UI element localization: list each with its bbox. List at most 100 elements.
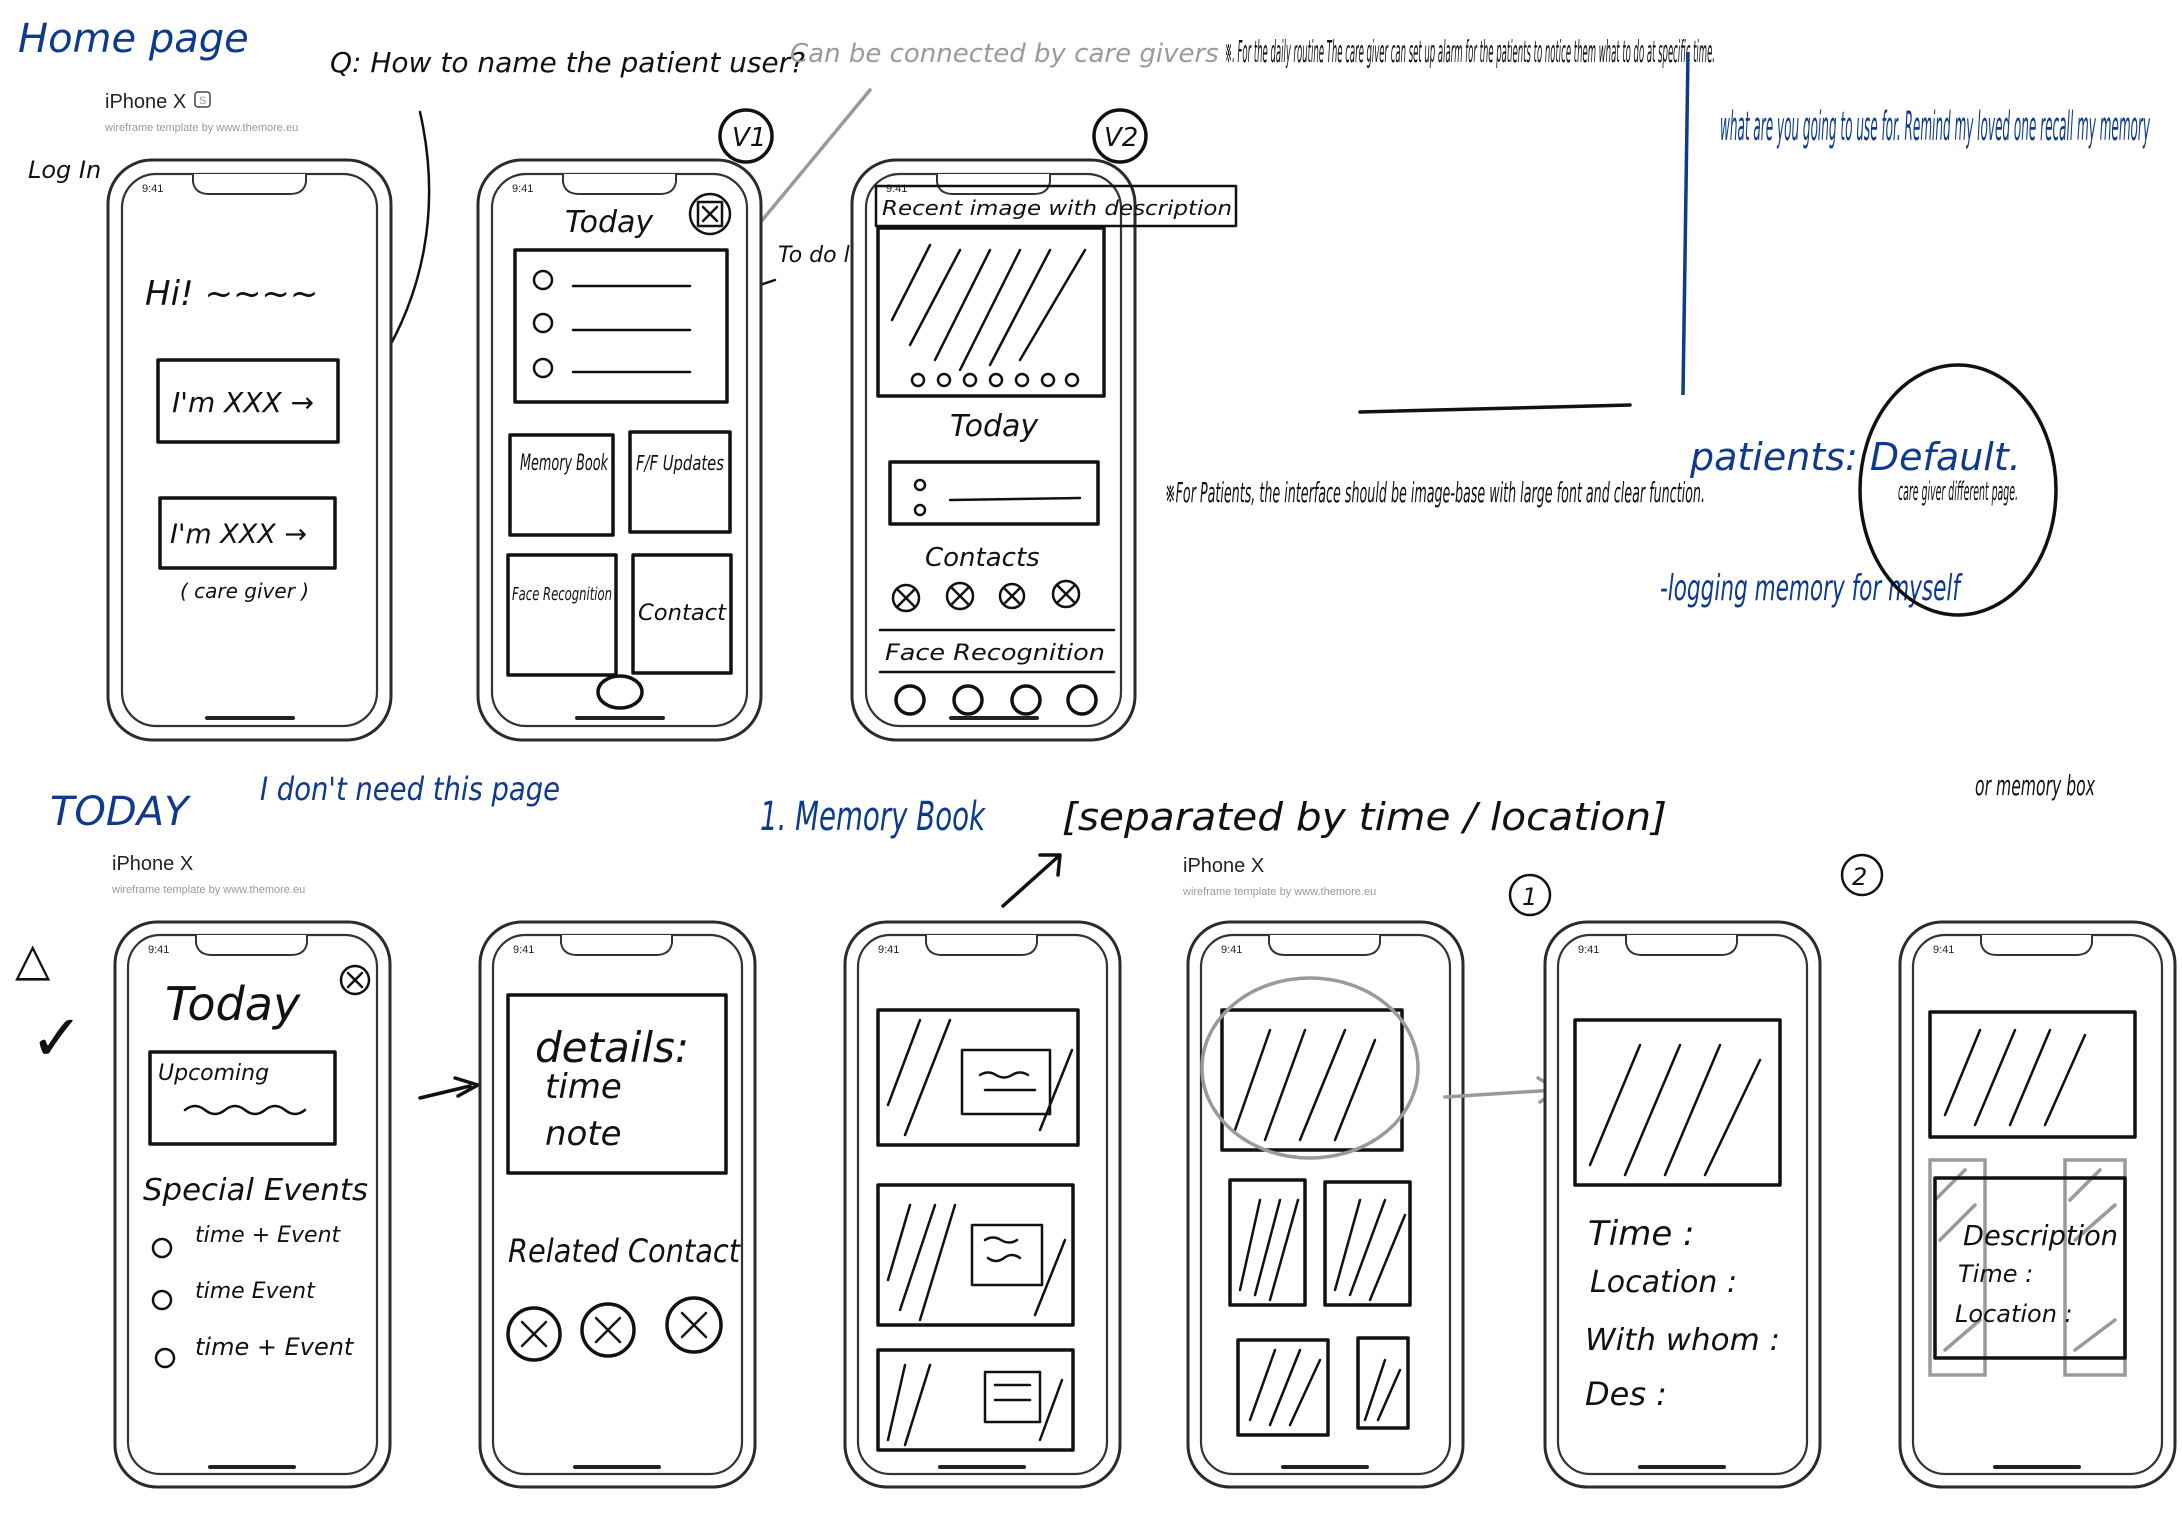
box-description: Description	[1963, 1219, 2118, 1252]
login-greeting: Hi! ~~~~	[145, 274, 318, 314]
note-question: Q: How to name the patient user?	[330, 46, 805, 79]
arrow-separated	[1001, 853, 1062, 908]
phone-v2: 9:41 Recent image with description Today…	[850, 158, 1238, 742]
note-caregiver-text: ※. For the daily routine The care giver …	[1225, 35, 1715, 70]
today-upcoming-label: Upcoming	[158, 1061, 269, 1086]
grid-large-photo[interactable]	[1220, 1008, 1404, 1152]
template-title-2: iPhone X	[112, 853, 193, 875]
btn-im-patient[interactable]	[156, 358, 340, 444]
today-close-icon[interactable]	[339, 964, 371, 996]
tile-memory-book[interactable]	[508, 433, 615, 537]
template-credit-2: wireframe template by www.themore.eu	[111, 884, 305, 896]
detail-location: Location :	[1590, 1265, 1737, 1300]
status-time: 9:41	[512, 183, 533, 195]
template-badge-letter: S	[199, 95, 206, 107]
box-time: Time :	[1958, 1260, 2033, 1288]
number-2: 2	[1852, 863, 1867, 891]
detail-photo[interactable]	[1573, 1018, 1782, 1187]
v1-home-scribble	[596, 674, 644, 710]
v1-circle	[718, 108, 774, 164]
v2-today-card[interactable]	[888, 460, 1100, 526]
memory-card-2[interactable]	[876, 1183, 1075, 1327]
v2-face-buttons[interactable]	[894, 684, 1098, 716]
template-badge	[194, 91, 211, 108]
heading-today: TODAY	[50, 789, 192, 835]
grid-photo-5[interactable]	[1356, 1336, 1410, 1430]
tile-fif-label: F/F Updates	[636, 451, 724, 475]
phone-memory-box: 9:41 Description Time : Location :	[1898, 920, 2177, 1489]
btn-im-caregiver[interactable]	[158, 496, 337, 570]
tile-face-label: Face Recognition	[512, 584, 612, 605]
grid-photo-4[interactable]	[1236, 1338, 1330, 1437]
template-credit-3: wireframe template by www.themore.eu	[1182, 886, 1376, 898]
status-time: 9:41	[148, 944, 169, 956]
template-credit: wireframe template by www.themore.eu	[104, 122, 298, 134]
note-caregiver-alarm: ※. For the daily routine The care giver …	[1225, 35, 1715, 414]
tile-face-recognition[interactable]	[506, 553, 618, 677]
number-2-circle	[1840, 853, 1884, 897]
box-location: Location :	[1955, 1300, 2073, 1328]
status-time: 9:41	[878, 944, 899, 956]
today-upcoming-card[interactable]	[148, 1050, 337, 1146]
number-1-circle	[1508, 873, 1552, 917]
v2-contact-avatars	[891, 579, 1081, 613]
note-patients-default: patients: Default.	[1689, 435, 2021, 479]
details-related: Related Contact	[508, 1232, 741, 1270]
template-title: iPhone X	[105, 91, 186, 113]
status-time: 9:41	[513, 944, 534, 956]
grid-photo-3[interactable]	[1323, 1180, 1412, 1307]
detail-des: Des :	[1585, 1375, 1667, 1413]
vertical-divider	[1681, 51, 1690, 396]
memory-card-3[interactable]	[876, 1348, 1075, 1452]
btn-im-caregiver-label: I'm XXX →	[170, 519, 307, 550]
arrow-connected	[748, 88, 872, 237]
box-description-card[interactable]	[1933, 1176, 2127, 1360]
v1-todo-card[interactable]	[513, 248, 729, 404]
tile-contact[interactable]	[631, 553, 733, 675]
v2-recent-label: Recent image with description	[882, 196, 1232, 220]
memory-card-1[interactable]	[876, 1008, 1080, 1147]
phone-today: 9:41 Today Upcoming Special Events time …	[113, 920, 392, 1489]
heading-memory-book: 1. Memory Book	[760, 794, 986, 840]
status-time: 9:41	[142, 183, 163, 195]
v1-close-icon[interactable]	[688, 192, 732, 236]
v2-recent-image[interactable]	[876, 226, 1106, 398]
today-event-3: time + Event	[195, 1333, 355, 1361]
caregiver-circle	[1858, 363, 2058, 617]
template-title-3: iPhone X	[1183, 855, 1264, 877]
btn-im-patient-label: I'm XXX →	[172, 386, 314, 419]
box-grey-sketch	[1928, 1158, 2127, 1377]
arrow-today-to-details	[418, 1076, 480, 1100]
v2-face-label: Face Recognition	[885, 641, 1105, 666]
phone-login: 9:41 Hi! ~~~~ I'm XXX → I'm XXX → ( care…	[106, 158, 393, 742]
note-question-text: Q: How to name the patient user?	[330, 46, 805, 79]
number-1: 1	[1522, 883, 1537, 911]
v2-page-dots	[910, 372, 1080, 388]
note-caregiver-page: care giver different page.	[1898, 477, 2018, 507]
note-patients-interface: ※For Patients, the interface should be i…	[1165, 476, 1705, 509]
details-line2: time	[545, 1067, 622, 1107]
label-v1: V1	[732, 123, 766, 153]
phone-memory-detail: 9:41 Time : Location : With whom : Des :	[1543, 920, 1822, 1489]
details-card[interactable]	[506, 993, 728, 1175]
tile-memory-book-label: Memory Book	[520, 451, 609, 476]
tile-fif-updates[interactable]	[628, 430, 732, 534]
status-time: 9:41	[1933, 944, 1954, 956]
note-memory-box: or memory box	[1975, 769, 2095, 802]
v2-recent-label-box	[874, 184, 1238, 228]
detail-with-whom: With whom :	[1585, 1323, 1780, 1358]
v2-image-hatch	[890, 243, 1087, 372]
box-photo[interactable]	[1928, 1010, 2137, 1139]
caregiver-underline	[1358, 403, 1632, 414]
caregiver-label: ( care giver )	[180, 579, 309, 603]
phone-memory-list: 9:41	[843, 920, 1122, 1489]
today-title: Today	[165, 977, 301, 1031]
tile-contact-label: Contact	[638, 601, 727, 626]
note-dont-need: I don't need this page	[260, 770, 560, 808]
grid-highlight-circle	[1200, 976, 1420, 1160]
details-contact-avatars[interactable]	[506, 1296, 723, 1362]
details-line3: note	[545, 1114, 622, 1154]
note-connected: Can be connected by care givers	[790, 39, 1219, 69]
phone-details: 9:41 details: time note Related Contact	[478, 920, 757, 1489]
grid-photo-2[interactable]	[1228, 1178, 1307, 1307]
